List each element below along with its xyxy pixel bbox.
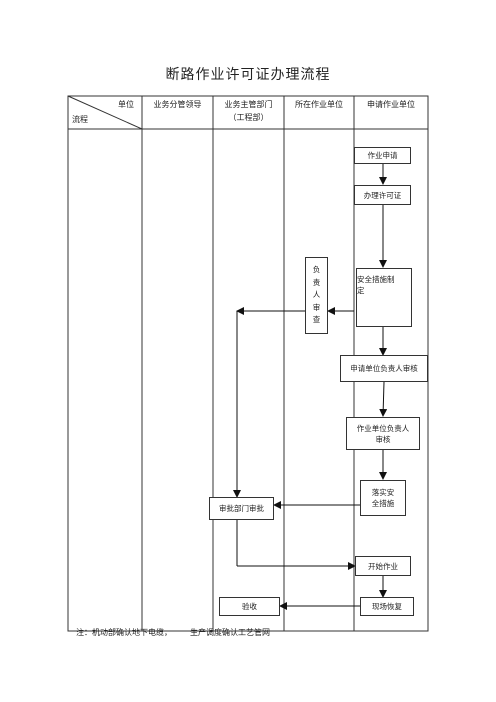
arrow-applicant-to-work-review [379, 381, 388, 417]
box-dept-approval: 审批部门审批 [209, 497, 274, 520]
box-work-unit-review: 作业单位负责人 审核 [346, 417, 420, 450]
box-safety-measures: 安全措施制 定 [356, 268, 412, 327]
footnote-part2: 生产调度确认工艺管网 [190, 628, 270, 637]
box-work-application: 作业申请 [354, 147, 411, 164]
box-site-restore: 现场恢复 [360, 597, 414, 616]
implement-line2: 全措施 [371, 499, 395, 508]
box-acceptance: 验收 [219, 597, 280, 616]
box-start-work: 开始作业 [355, 556, 411, 576]
header-col-dept: 业务主管部门 [224, 100, 273, 109]
reviewer-char-4: 审 [312, 302, 321, 312]
header-col-leader: 业务分管领导 [153, 100, 202, 109]
header-col-apply-unit: 申请作业单位 [367, 100, 415, 109]
box-applicant-review: 申请单位负责人审核 [340, 355, 428, 382]
header-diagonal-line [67, 95, 143, 130]
reviewer-char-2: 责 [312, 277, 321, 287]
footnote: 注：机动部确认地下电缆， 生产调度确认工艺管网 [76, 627, 288, 638]
work-review-line1: 作业单位负责人 [356, 423, 410, 433]
safety-measures-line2: 定 [357, 286, 365, 295]
reviewer-char-3: 人 [312, 290, 321, 300]
safety-measures-line1: 安全措施制 [357, 275, 395, 284]
work-review-line2: 审核 [375, 434, 391, 444]
reviewer-char-1: 负 [312, 265, 321, 275]
header-col-work-unit: 所在作业单位 [295, 100, 343, 109]
header-corner-process: 流程 [72, 115, 88, 124]
swimlane-table [67, 95, 429, 632]
reviewer-char-5: 查 [312, 315, 321, 325]
header-col-dept-sub: （工程部） [228, 113, 269, 122]
footnote-part1: 注：机动部确认地下电缆， [76, 628, 172, 637]
implement-line1: 落实安 [371, 488, 395, 497]
box-responsible-review: 负 责 人 审 查 [305, 257, 328, 334]
flow-connectors [233, 164, 388, 610]
box-implement-safety: 落实安 全措施 [360, 480, 406, 516]
page-title: 断路作业许可证办理流程 [165, 67, 331, 83]
header-corner-unit: 单位 [118, 100, 134, 109]
box-handle-permit: 办理许可证 [354, 185, 411, 205]
